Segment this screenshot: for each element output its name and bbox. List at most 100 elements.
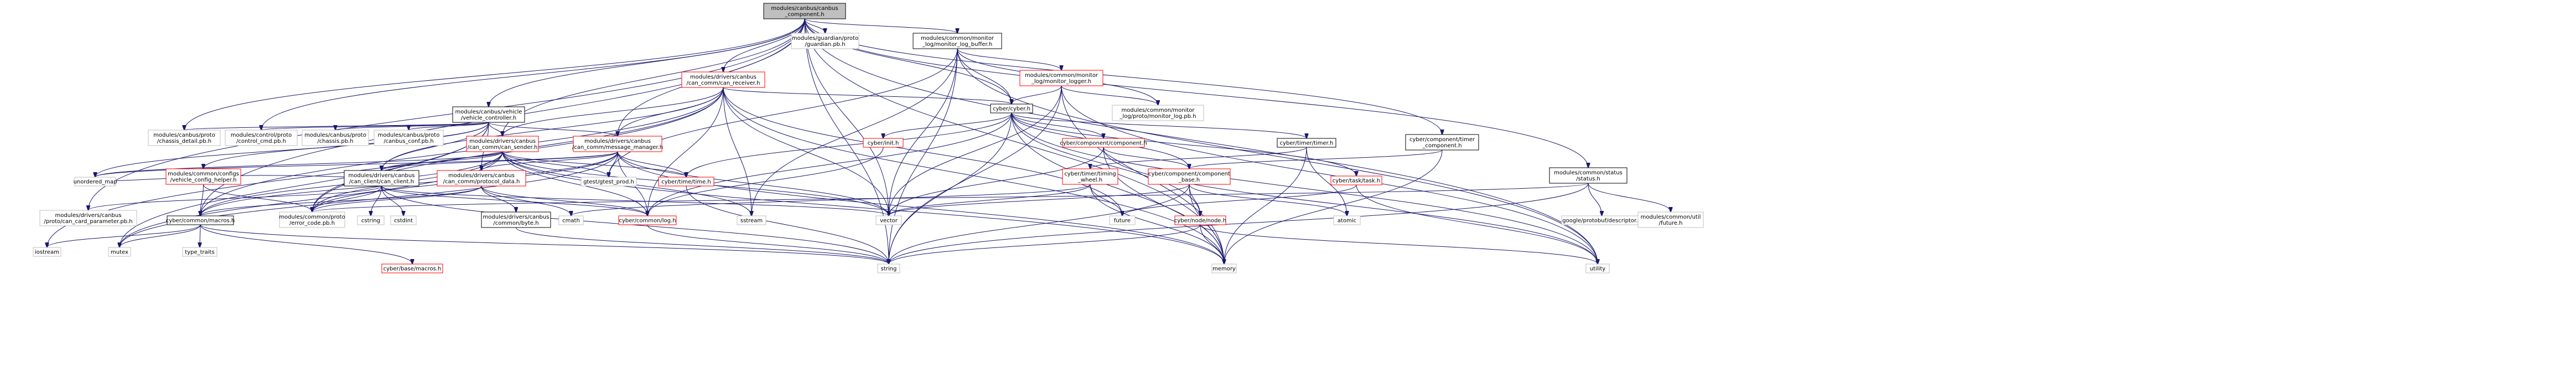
node-log-h[interactable]: cyber/common/log.h <box>618 215 677 225</box>
node-label-line: modules/drivers/canbus <box>349 173 415 179</box>
dependency-edge <box>381 185 404 216</box>
dependency-edge <box>203 184 313 212</box>
dependency-edge <box>1103 147 1598 264</box>
node-box <box>225 130 298 146</box>
dependency-edge <box>95 151 618 177</box>
dependency-edge-line <box>489 18 805 107</box>
node-monitor-logger[interactable]: modules/common/monitor_log/monitor_logge… <box>1019 70 1103 86</box>
node-time-h[interactable]: cyber/time/time.h <box>658 177 714 187</box>
node-label-line: modules/guardian/proto <box>792 35 858 42</box>
dependency-edge <box>1588 183 1602 216</box>
dependency-edge-line <box>89 18 805 210</box>
node-box <box>681 71 765 88</box>
dependency-edge-line <box>686 112 1012 177</box>
node-label-line: type_traits <box>185 250 214 256</box>
dependency-edge <box>686 185 889 264</box>
dependency-edge <box>804 18 889 216</box>
node-init-h[interactable]: cyber/init.h <box>863 138 904 148</box>
node-box <box>1112 105 1204 121</box>
dependency-edge-line <box>723 87 1012 104</box>
dependency-edge-line <box>95 151 618 177</box>
dependency-edge-line <box>723 18 805 72</box>
dependency-edge <box>889 85 1062 216</box>
node-macros-common[interactable]: cyber/common/macros.h <box>166 215 235 225</box>
node-label-line: cyber/base/macros.h <box>383 266 442 272</box>
dependency-edge-line <box>1122 184 1357 216</box>
dependency-edge <box>481 151 618 170</box>
node-component-h[interactable]: cyber/component/component.h <box>1060 138 1147 148</box>
node-label-line: /guardian.pb.h <box>805 42 845 48</box>
node-timing-wheel[interactable]: cyber/timer/timing_wheel.h <box>1062 168 1118 185</box>
node-macros-base[interactable]: cyber/base/macros.h <box>381 263 443 273</box>
node-label-line: modules/common/status <box>1554 170 1623 176</box>
dependency-edge-line <box>647 224 889 264</box>
dependency-edge-line <box>382 151 618 170</box>
node-error-code: modules/common/proto/error_code.pb.h <box>279 211 345 228</box>
dependency-edge-line <box>647 87 724 216</box>
node-can-client[interactable]: modules/drivers/canbus/can_client/can_cl… <box>344 170 419 187</box>
dependency-edge <box>120 224 201 247</box>
node-iostream: iostream <box>33 247 61 257</box>
dependency-edge-line <box>312 185 382 212</box>
node-cstdint: cstdint <box>390 215 417 225</box>
node-base-h[interactable]: cyber/component/component_base.h <box>1148 168 1231 185</box>
node-byte-h[interactable]: modules/drivers/canbus/common/byte.h <box>481 211 551 228</box>
node-box <box>1637 211 1704 228</box>
node-label-line: cstring <box>361 218 380 224</box>
node-label-line: /can_comm/can_receiver.h <box>686 80 760 86</box>
dependency-edge <box>957 48 1012 104</box>
dependency-edge-line <box>1224 147 1307 264</box>
node-box <box>167 215 234 225</box>
node-config-helper[interactable]: modules/common/configs/vehicle_config_he… <box>165 168 241 185</box>
node-timer-h[interactable]: cyber/timer/timer.h <box>1277 138 1336 148</box>
node-can-receiver[interactable]: modules/drivers/canbus/can_comm/can_rece… <box>681 71 765 88</box>
dependency-edge-line <box>889 112 1012 264</box>
node-vehicle-controller[interactable]: modules/canbus/vehicle/vehicle_controlle… <box>452 106 525 123</box>
dependency-edge <box>335 122 489 130</box>
node-label-line: cyber/time/time.h <box>661 179 711 185</box>
node-descriptor: google/protobuf/descriptor.h <box>1561 215 1642 225</box>
dependency-edge <box>382 151 618 170</box>
node-message-manager[interactable]: modules/drivers/canbus/can_comm/message_… <box>572 136 663 152</box>
dependency-edge-line <box>889 184 1190 264</box>
node-timer-component[interactable]: cyber/component/timer_component.h <box>1405 134 1479 151</box>
node-box <box>165 168 241 185</box>
dependency-edge <box>502 87 724 136</box>
node-node-h[interactable]: cyber/node/node.h <box>1174 215 1226 225</box>
dependency-edge <box>1011 112 1307 138</box>
dependency-edge-line <box>1224 149 1443 264</box>
dependency-edge <box>1224 149 1443 264</box>
dependency-edge-line <box>804 18 889 216</box>
node-root[interactable]: modules/canbus/canbus_component.h <box>763 3 846 19</box>
dependency-edge <box>1189 149 1443 169</box>
node-log-buffer[interactable]: modules/common/monitor_log/monitor_log_b… <box>913 33 1002 49</box>
node-box <box>1019 70 1103 86</box>
node-box <box>33 247 61 257</box>
node-label-line: modules/common/util <box>1641 214 1701 220</box>
node-chassis-pb: modules/canbus/proto/chassis.pb.h <box>302 130 369 146</box>
dependency-edge <box>502 151 1224 264</box>
node-label-line: modules/canbus/proto <box>378 132 440 138</box>
node-label-line: _wheel.h <box>1077 177 1102 183</box>
dependency-edge <box>647 112 1012 216</box>
node-box <box>374 130 444 146</box>
node-box <box>573 136 662 152</box>
node-protocol-data[interactable]: modules/drivers/canbus/can_comm/protocol… <box>437 170 526 187</box>
node-box <box>1277 138 1336 148</box>
dependency-edge <box>1061 85 1158 105</box>
node-status-h[interactable]: modules/common/status/status.h <box>1549 167 1628 184</box>
dependency-edge-line <box>1306 147 1347 216</box>
node-can-sender[interactable]: modules/drivers/canbus/can_comm/can_send… <box>466 136 539 152</box>
node-task-h[interactable]: cyber/task/task.h <box>1330 175 1382 185</box>
node-label-line: future <box>1114 218 1131 224</box>
node-label-line: /canbus_conf.pb.h <box>383 138 433 144</box>
dependency-edge-line <box>382 151 503 170</box>
dependency-edge-line <box>609 48 958 177</box>
node-util-future: modules/common/util/future.h <box>1637 211 1704 228</box>
node-label-line: /can_comm/can_sender.h <box>468 144 538 151</box>
dependency-edge-line <box>889 184 1091 216</box>
node-cyber-h[interactable]: cyber/cyber.h <box>990 104 1033 113</box>
node-label-line: cyber/task/task.h <box>1333 178 1380 184</box>
dependency-edge-line <box>1103 147 1224 264</box>
dependency-edge-line <box>1061 85 1598 264</box>
